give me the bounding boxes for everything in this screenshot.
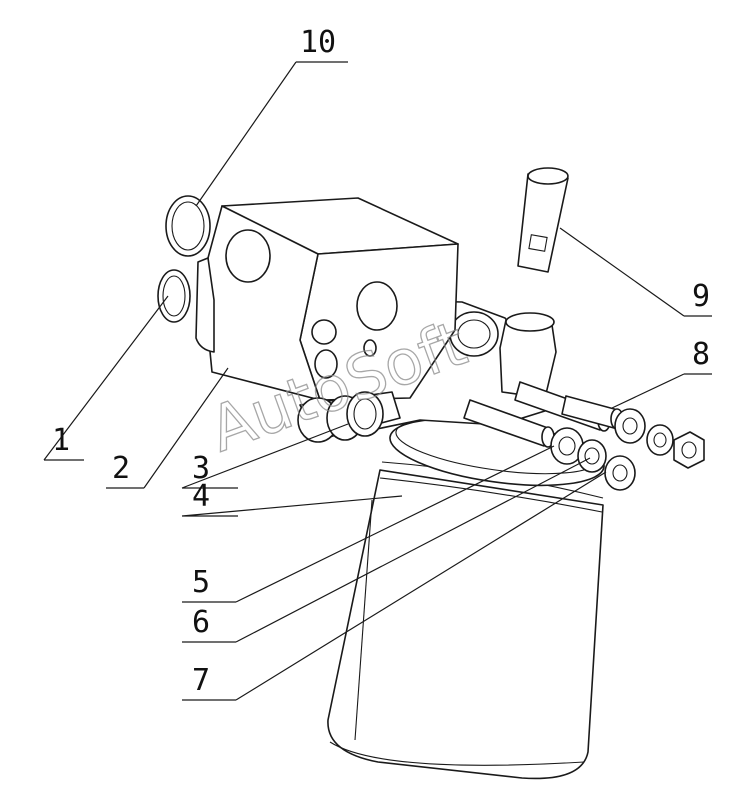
washers — [550, 408, 674, 491]
banjo-fitting — [297, 391, 401, 443]
callout-6: 6 — [192, 605, 210, 640]
callout-7: 7 — [192, 663, 210, 698]
callout-3: 3 — [192, 451, 210, 486]
vent-plug — [499, 312, 557, 399]
callout-9: 9 — [692, 279, 710, 314]
filter-canister — [327, 461, 604, 780]
o-ring-large — [165, 195, 211, 257]
o-ring-small — [157, 269, 191, 323]
sensor-plug — [517, 167, 569, 273]
callout-2: 2 — [112, 451, 130, 486]
callout-8: 8 — [692, 337, 710, 372]
callout-10: 10 — [300, 25, 336, 60]
callout-4: 4 — [192, 479, 210, 514]
leader-lines — [43, 61, 712, 701]
callout-5: 5 — [192, 565, 210, 600]
callout-numbers: 10 9 8 1 2 3 4 5 6 7 — [52, 25, 710, 698]
mounting-block — [195, 197, 459, 401]
hex-nut — [673, 431, 705, 469]
callout-1: 1 — [52, 423, 70, 458]
